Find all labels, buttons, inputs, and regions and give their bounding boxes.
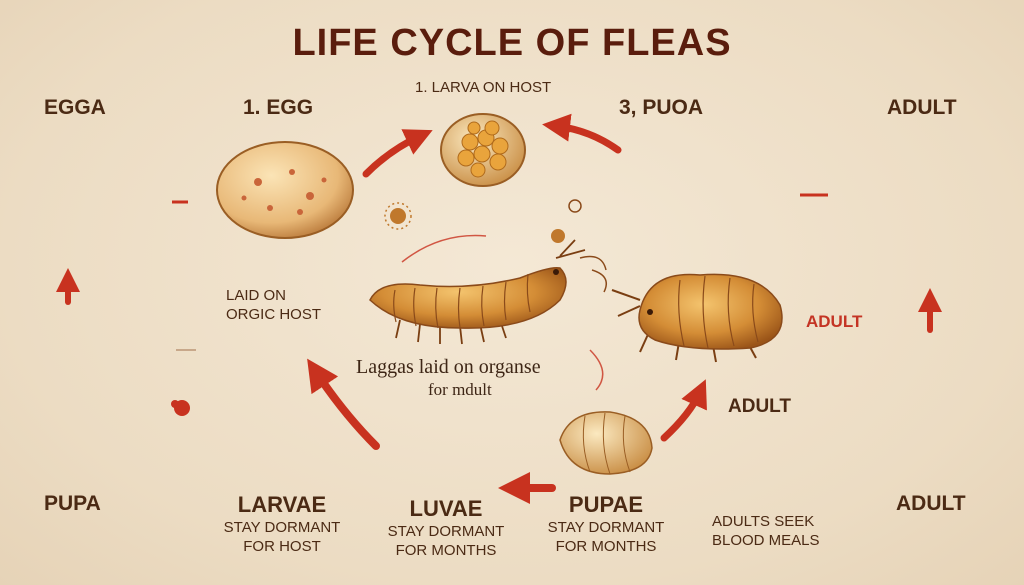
label-larvae: LARVAE bbox=[237, 492, 327, 517]
label-luvae-sub1: STAY DORMANT bbox=[387, 523, 505, 540]
label-egg: 1. EGG bbox=[243, 96, 314, 119]
label-center-note-line2: for mdult bbox=[428, 380, 492, 399]
pupa-illustration bbox=[559, 411, 653, 475]
group-pupae: PUPAE STAY DORMANT FOR MONTHS bbox=[536, 492, 676, 556]
label-adult-mid: ADULT bbox=[728, 396, 791, 417]
label-larvae-sub1: STAY DORMANT bbox=[223, 519, 341, 536]
label-adults-seek-line2: BLOOD MEALS bbox=[712, 532, 820, 549]
larva-illustration bbox=[369, 239, 586, 345]
arrow-pupa-to-cluster bbox=[542, 113, 622, 154]
spore-decorations bbox=[384, 199, 582, 243]
red-blots bbox=[171, 400, 190, 416]
larva-right-illustration bbox=[611, 273, 783, 363]
label-larva-on-host: 1. LARVA ON HOST bbox=[415, 79, 552, 96]
label-egga: EGGA bbox=[44, 96, 106, 119]
label-pupae-sub1: STAY DORMANT bbox=[547, 519, 665, 536]
egg-illustration bbox=[216, 141, 354, 239]
group-larvae: LARVAE STAY DORMANT FOR HOST bbox=[212, 492, 352, 556]
label-laid-on-line2: ORGIC HOST bbox=[226, 306, 322, 323]
cycle-arrows bbox=[56, 113, 942, 504]
red-dashes bbox=[172, 193, 828, 351]
group-luvae: LUVAE STAY DORMANT FOR MONTHS bbox=[376, 496, 516, 560]
label-pupa: PUPA bbox=[44, 492, 101, 515]
label-adults-seek-line1: ADULTS SEEK bbox=[712, 513, 815, 530]
label-adult-bottom: ADULT bbox=[896, 492, 966, 515]
label-laid-on-line1: LAID ON bbox=[226, 287, 287, 304]
label-adult-top: ADULT bbox=[887, 96, 957, 119]
arrow-to-adult bbox=[660, 379, 707, 442]
label-pupae-sub2: FOR MONTHS bbox=[555, 538, 657, 555]
label-pupae: PUPAE bbox=[568, 492, 644, 517]
label-luvae-sub2: FOR MONTHS bbox=[395, 542, 497, 559]
arrow-larvae-up bbox=[307, 358, 380, 450]
label-larvae-sub2: FOR HOST bbox=[243, 538, 321, 555]
label-center-note-line1: Laggas laid on organse bbox=[356, 356, 541, 378]
arrow-egg-to-cluster bbox=[362, 129, 433, 178]
label-puoa: 3, PUOA bbox=[619, 96, 704, 119]
label-luvae: LUVAE bbox=[409, 496, 483, 521]
group-adults-seek: ADULTS SEEK BLOOD MEALS bbox=[712, 512, 852, 550]
egg-cluster-illustration bbox=[440, 113, 526, 187]
label-laid-on: LAID ON ORGIC HOST bbox=[226, 286, 321, 324]
page-title: LIFE CYCLE OF FLEAS bbox=[292, 22, 732, 64]
label-adult-red: ADULT bbox=[806, 312, 863, 331]
